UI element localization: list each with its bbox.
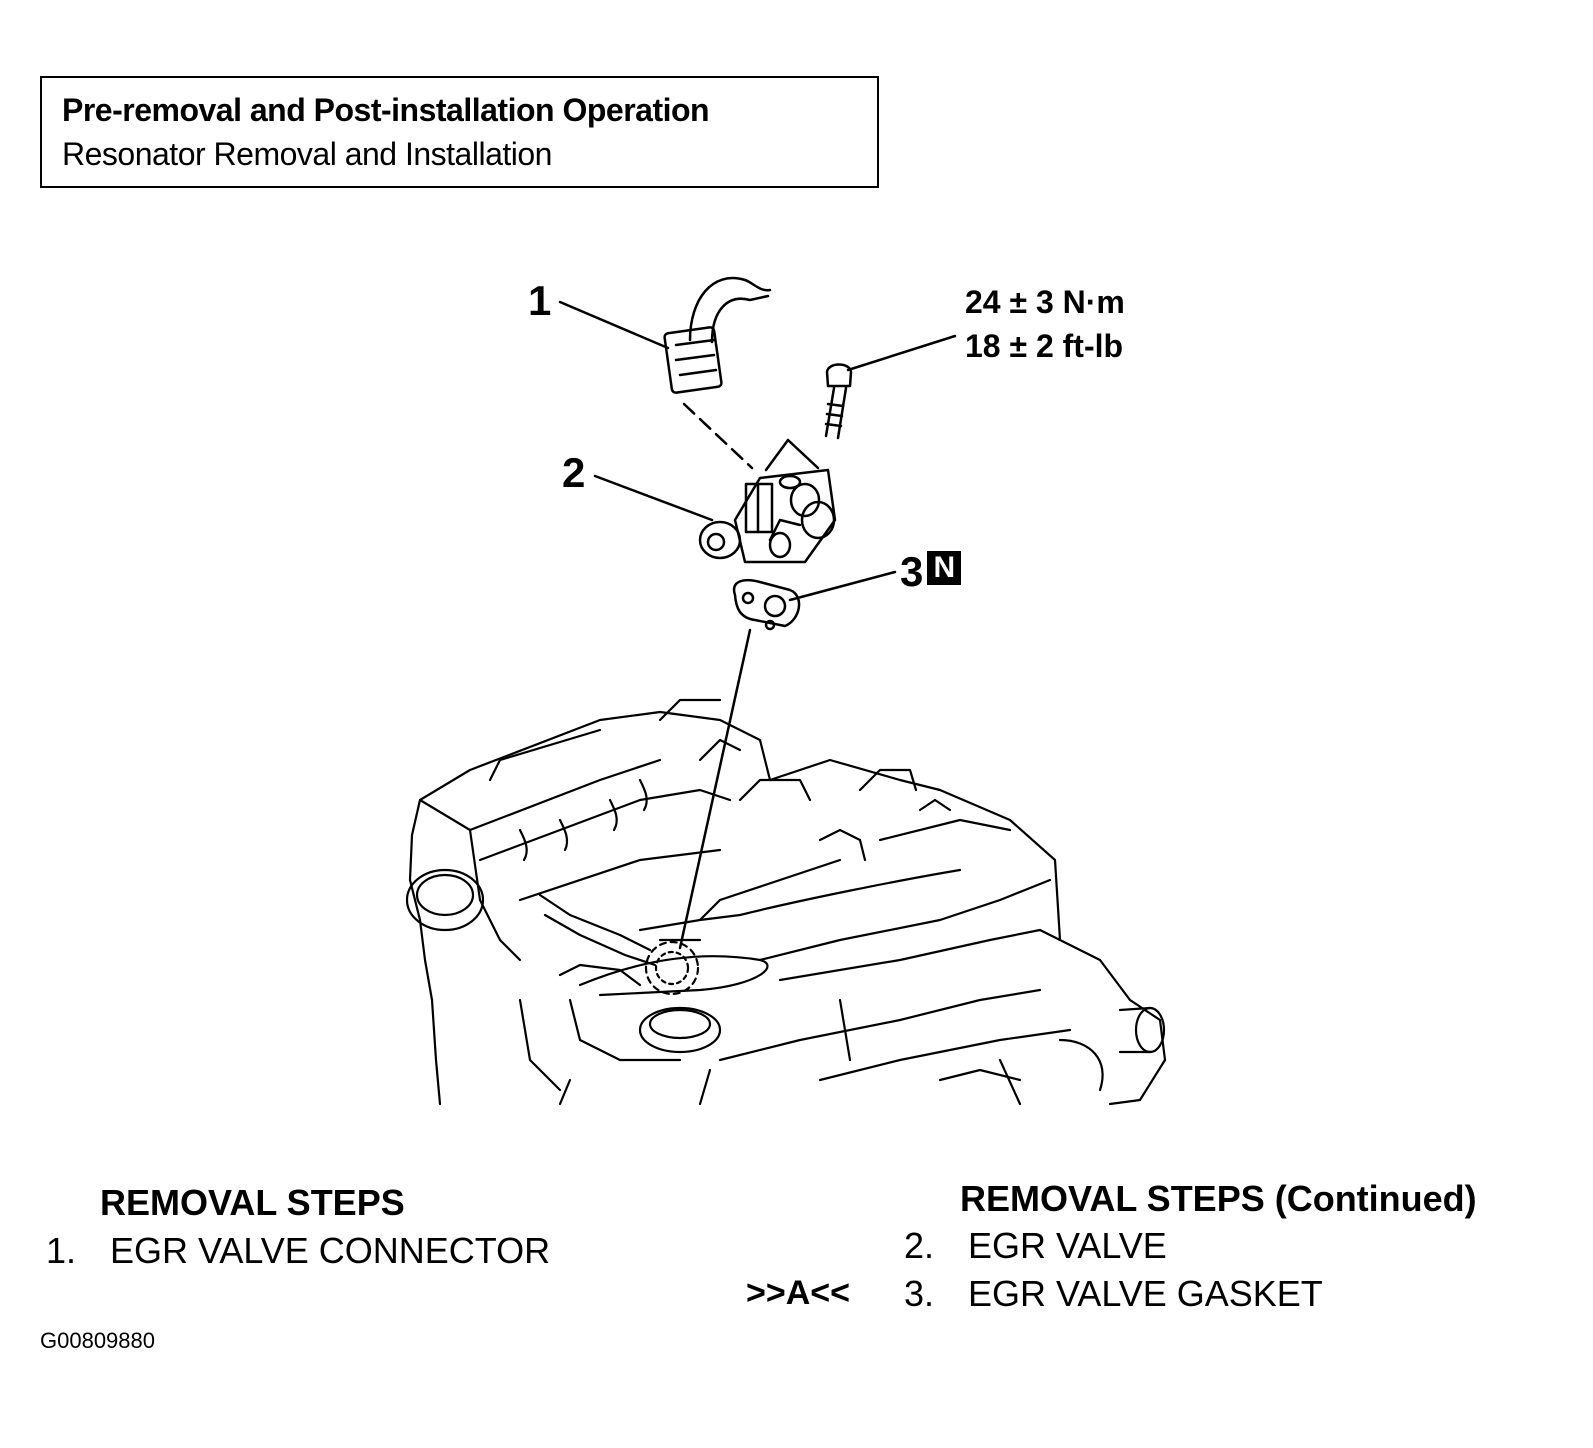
step-label: EGR VALVE CONNECTOR: [110, 1230, 551, 1271]
leader-line-2: [593, 474, 714, 522]
step-row-3: 3. EGR VALVE GASKET: [888, 1273, 1323, 1315]
connector-guide: [682, 402, 754, 470]
callout-1: 1: [528, 277, 552, 324]
header-subtitle: Resonator Removal and Installation: [62, 136, 552, 172]
callout-2: 2: [562, 449, 586, 496]
removal-steps-heading: REMOVAL STEPS: [100, 1182, 405, 1223]
leader-line-1: [558, 300, 670, 350]
egr-valve-icon: [698, 468, 837, 564]
torque-spec: 24 ± 3 N·m 18 ± 2 ft-lb: [965, 280, 1125, 368]
step-number: 3.: [903, 1273, 934, 1314]
torque-imperial: 18 ± 2 ft-lb: [965, 328, 1124, 364]
step-label: EGR VALVE GASKET: [968, 1273, 1323, 1314]
leader-line-3: [788, 570, 897, 602]
step-label: EGR VALVE: [968, 1225, 1167, 1266]
gasket-icon: [732, 578, 801, 631]
engine-icon: [405, 698, 1167, 1106]
new-part-badge: N: [927, 551, 962, 585]
leader-line-torque: [846, 334, 957, 372]
bolt-guide: [764, 438, 820, 472]
torque-metric: 24 ± 3 N·m: [965, 284, 1125, 320]
step-number: 1.: [45, 1230, 76, 1271]
callout-3-number: 3: [900, 548, 924, 595]
step-number: 2.: [903, 1225, 934, 1266]
gasket-guide: [678, 628, 752, 950]
header-box: Pre-removal and Post-installation Operat…: [40, 76, 879, 188]
step-row-2: 2. EGR VALVE: [888, 1225, 1167, 1267]
step-row-1: 1. EGR VALVE CONNECTOR: [36, 1230, 550, 1272]
header-title: Pre-removal and Post-installation Operat…: [62, 92, 710, 128]
service-marker-a: >>A<<: [746, 1274, 850, 1312]
bolt-icon: [824, 363, 853, 440]
connector-icon: [663, 276, 772, 394]
removal-steps-continued-heading: REMOVAL STEPS (Continued): [960, 1178, 1477, 1219]
figure-id: G00809880: [40, 1328, 155, 1353]
